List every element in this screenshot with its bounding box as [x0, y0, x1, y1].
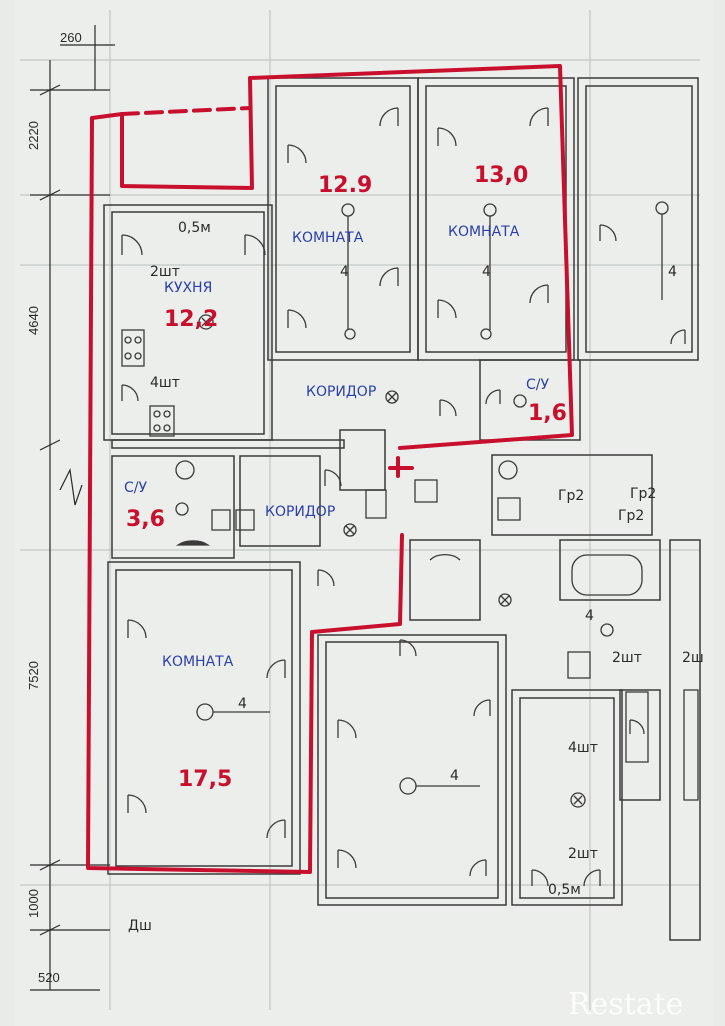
- kitchen-area: 12,2: [164, 307, 218, 332]
- room-right-lamp-count: 4: [668, 264, 677, 280]
- kitchen-label: КУХНЯ: [164, 280, 212, 296]
- neighbor-count-2: 2шт: [568, 846, 598, 862]
- corridor2-label: КОРИДОР: [265, 504, 335, 520]
- shower-label: Дш: [128, 918, 152, 934]
- bath-small-label: С/У: [526, 377, 549, 393]
- dim-4640: 4640: [26, 306, 41, 335]
- dim-260: 260: [60, 30, 82, 45]
- room2-label: КОМНАТА: [448, 224, 520, 240]
- room2-area: 13,0: [474, 163, 528, 188]
- room1-area: 12.9: [318, 173, 372, 198]
- bath-small-area: 1,6: [528, 401, 567, 426]
- kitchen-hood-length: 0,5м: [178, 220, 211, 236]
- bath-big-label: С/У: [124, 480, 147, 496]
- room3-lamp-count: 4: [238, 696, 247, 712]
- neighbor-lamp-count: 4: [450, 768, 459, 784]
- group-label-1: Гр2: [558, 488, 584, 504]
- bath-lamp-count: 4: [585, 608, 594, 624]
- watermark-logo: Restate: [568, 987, 684, 1022]
- group-label-3: Гр2: [618, 508, 644, 524]
- room1-label: КОМНАТА: [292, 230, 364, 246]
- walls: [103, 77, 701, 941]
- apartment-outline: [86, 64, 574, 874]
- door-swings: [121, 107, 686, 887]
- grid-lines: [20, 10, 700, 1010]
- paper-sheet: [14, 0, 714, 1026]
- bath-fixtures: [175, 460, 643, 679]
- light-fixtures: [175, 201, 669, 808]
- room3-area: 17,5: [178, 767, 232, 792]
- group-label-2: Гр2: [630, 486, 656, 502]
- bath-count-2-edge: 2ш: [682, 650, 704, 666]
- room3-label: КОМНАТА: [162, 654, 234, 670]
- dim-1000: 1000: [26, 889, 41, 918]
- kitchen-count-4: 4шт: [150, 375, 180, 391]
- stove-icons: [121, 329, 699, 801]
- neighbor-count-4: 4шт: [568, 740, 598, 756]
- dim-7520: 7520: [26, 661, 41, 690]
- dim-520: 520: [38, 970, 60, 985]
- kitchen-count-2: 2шт: [150, 264, 180, 280]
- neighbor-hood-length: 0,5м: [548, 882, 581, 898]
- dim-2220: 2220: [26, 121, 41, 150]
- dimension-line: [30, 25, 115, 991]
- bath-count-2: 2шт: [612, 650, 642, 666]
- bath-big-area: 3,6: [126, 507, 165, 532]
- room2-lamp-count: 4: [482, 264, 491, 280]
- corridor1-label: КОРИДОР: [306, 384, 376, 400]
- room1-lamp-count: 4: [340, 264, 349, 280]
